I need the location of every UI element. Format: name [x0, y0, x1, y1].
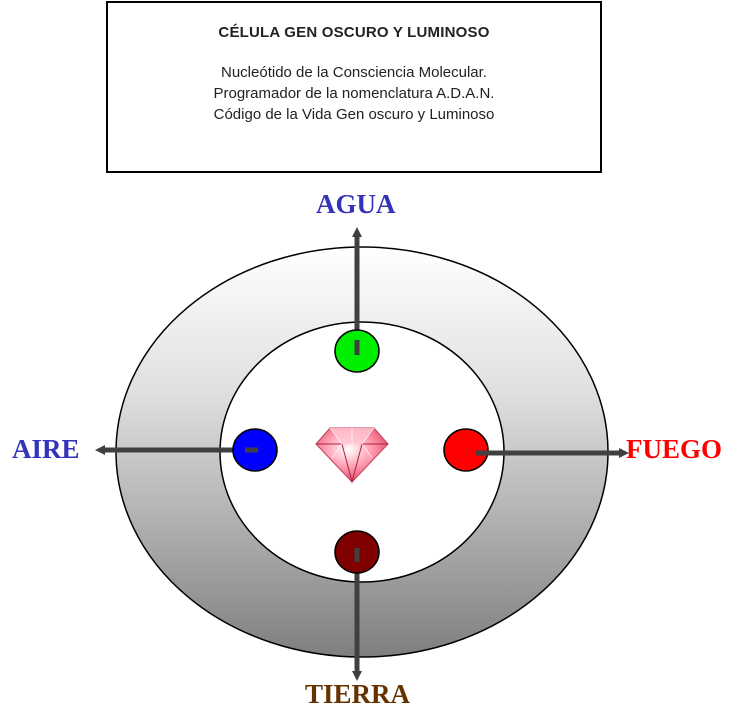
pink-diamond-icon	[315, 427, 389, 484]
title-line-3: Código de la Vida Gen oscuro y Luminoso	[213, 106, 495, 123]
title-lines: Nucleótido de la Consciencia Molecular. …	[108, 62, 600, 125]
label-agua: AGUA	[316, 189, 396, 219]
title-line-1: Nucleótido de la Consciencia Molecular.	[221, 64, 487, 81]
title-box: CÉLULA GEN OSCURO Y LUMINOSO Nucleótido …	[106, 1, 602, 173]
label-tierra: TIERRA	[305, 679, 411, 709]
title-line-2: Programador de la nomenclatura A.D.A.N.	[213, 85, 495, 102]
label-fuego: FUEGO	[626, 434, 723, 464]
dot-fuego	[443, 428, 489, 472]
title-heading: CÉLULA GEN OSCURO Y LUMINOSO	[218, 24, 490, 41]
label-aire: AIRE	[12, 434, 80, 464]
